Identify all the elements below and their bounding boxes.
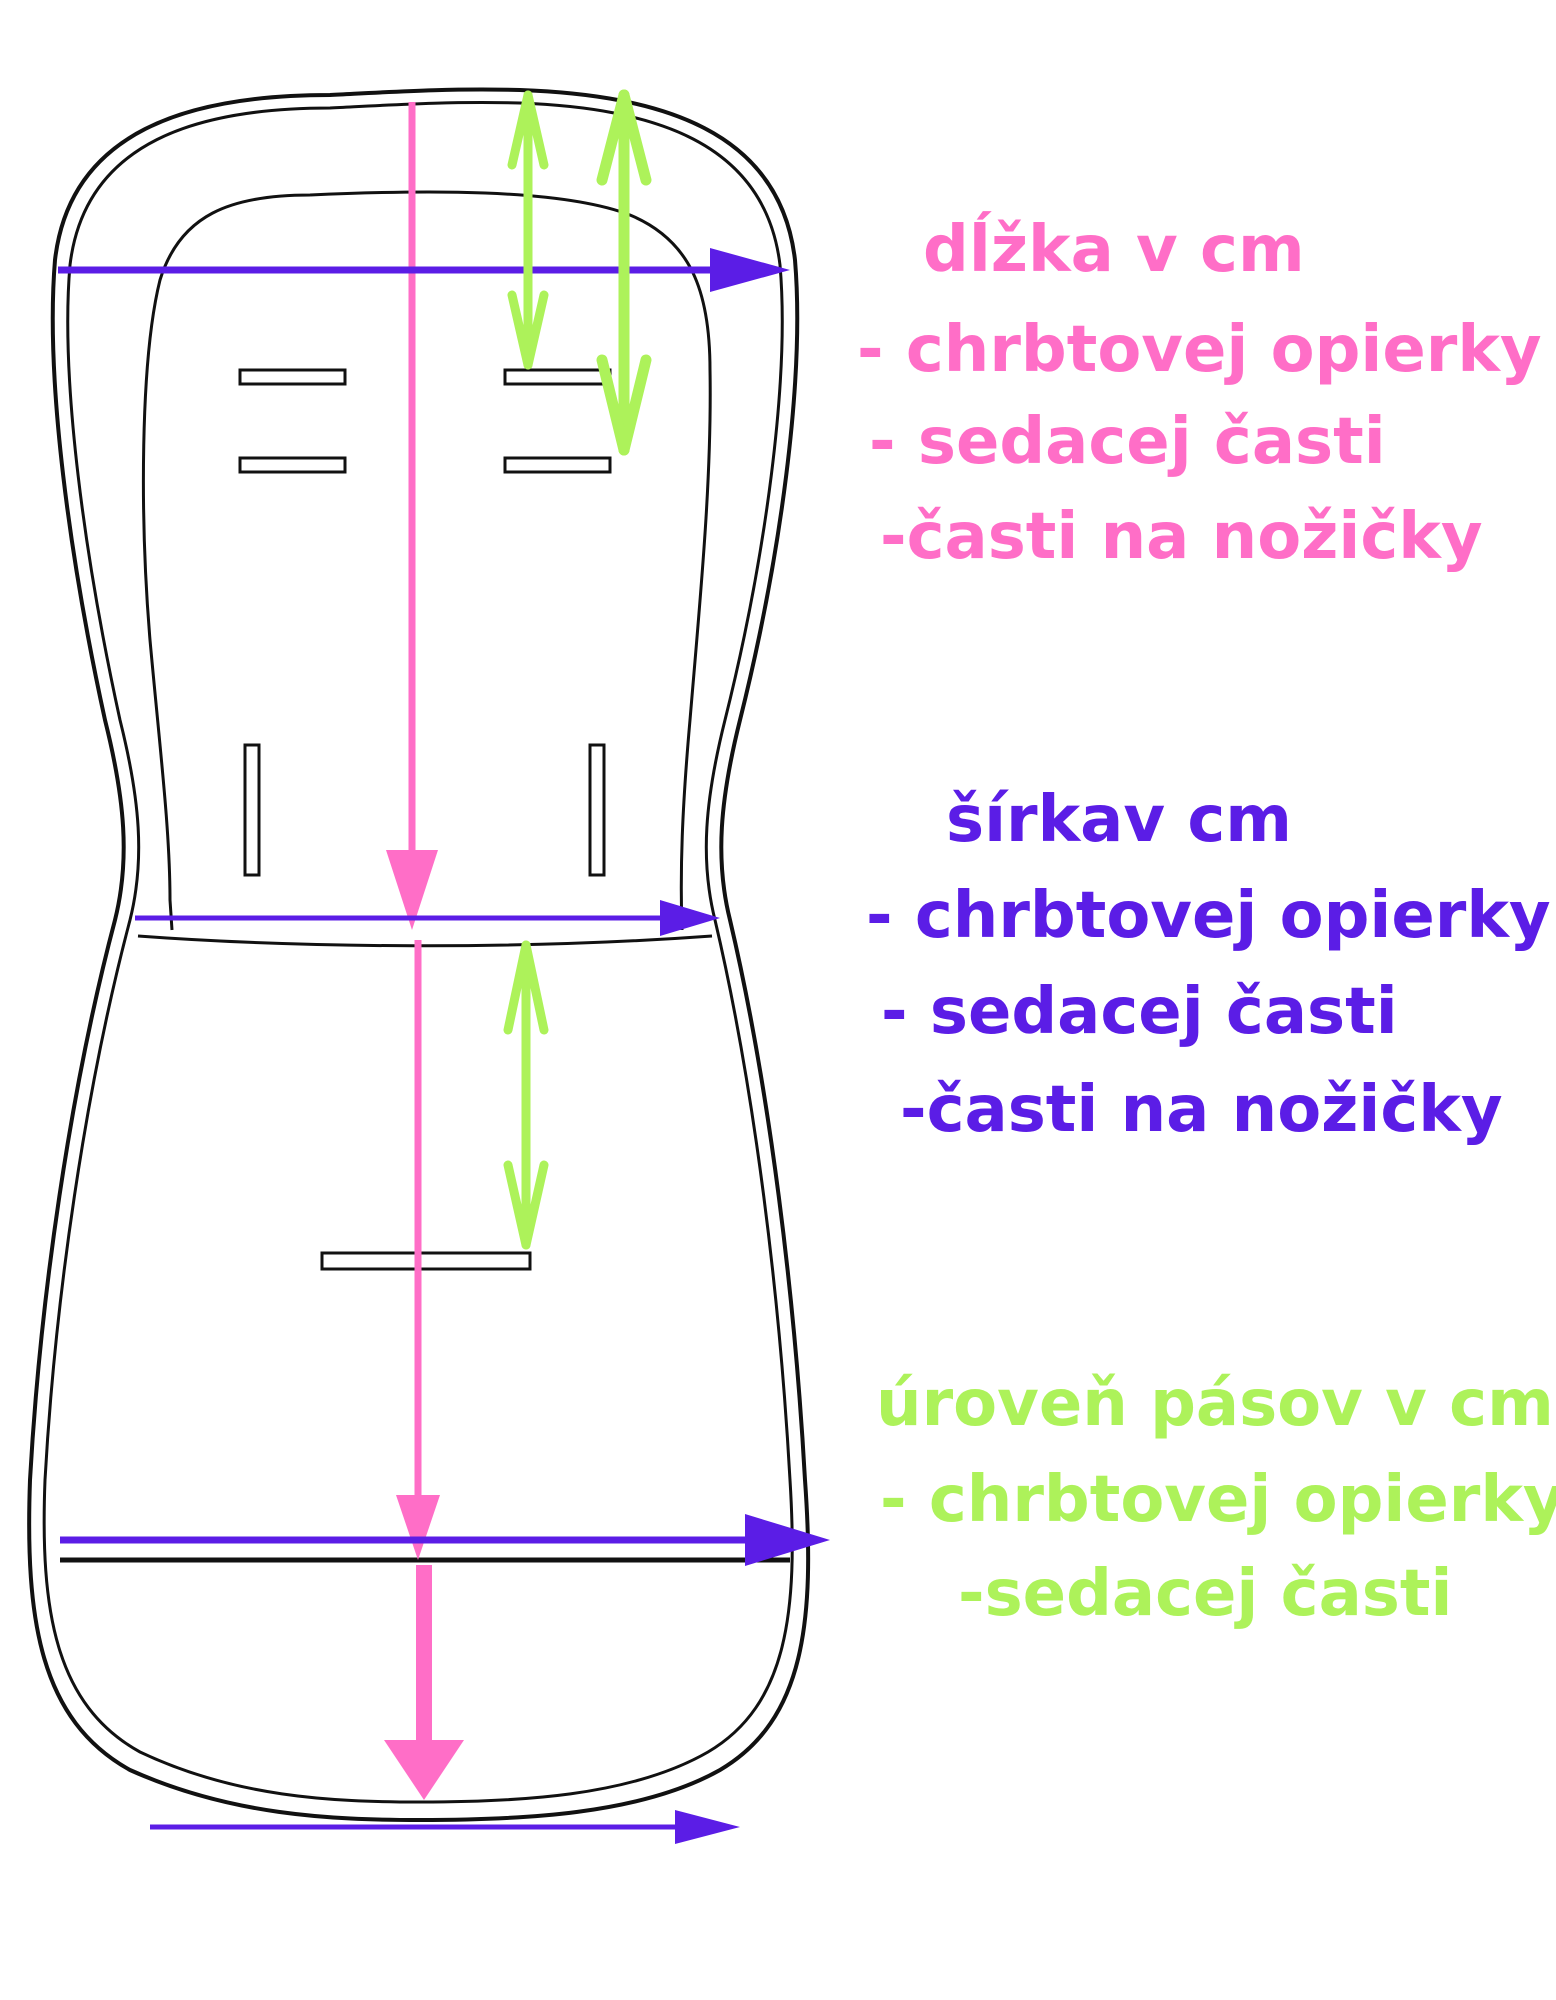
backrest-inner-outline [141,190,712,931]
strap-slot-lower-right [503,456,612,474]
backrest-seat-divider [137,934,713,948]
length-arrow-seat-head [396,1495,440,1560]
liner-outer-outline [27,87,811,1823]
strap-arrow-seat [503,940,549,1250]
legend-width-title: šírkav cm [946,783,1292,857]
strap-arrow-lower-slot [596,89,652,456]
legend-length-title: dĺžka v cm [923,213,1305,287]
strap-slot-lower-left [238,456,347,474]
width-arrow-backrest-head [710,248,790,292]
legend-straps-item-backrest: - chrbtovej opierky [880,1463,1556,1537]
width-arrows [58,248,830,1844]
legend-length-item-footrest: -časti na nožičky [880,500,1483,574]
strap-slot-crotch [320,1251,532,1271]
strap-slot-side-right [588,743,606,877]
legend-width-item-backrest: - chrbtovej opierky [866,879,1551,953]
width-arrow-seat-head [660,900,720,936]
width-arrow-footrest-head [745,1514,830,1566]
legend-width-item-seat: - sedacej časti [881,975,1398,1049]
length-arrows [384,102,464,1800]
strap-level-arrows [503,89,652,1250]
strap-arrow-upper-slot [507,90,549,370]
legend-straps-title: úroveň pásov v cm [876,1367,1554,1441]
liner-outer-outline-inner [42,100,794,1804]
legend-width-item-footrest: -časti na nožičky [900,1073,1503,1147]
length-arrow-backrest-head [386,850,438,930]
strap-slot-upper-left [238,368,347,386]
legend-length-item-backrest: - chrbtovej opierky [857,313,1542,387]
legend-straps-item-seat: -sedacej časti [958,1557,1453,1631]
legend-length-item-seat: - sedacej časti [869,405,1386,479]
strap-slot-side-left [243,743,261,877]
width-arrow-bottom-head [675,1810,740,1844]
strap-slot-upper-right [503,368,612,386]
length-arrow-footrest-head [384,1740,464,1800]
